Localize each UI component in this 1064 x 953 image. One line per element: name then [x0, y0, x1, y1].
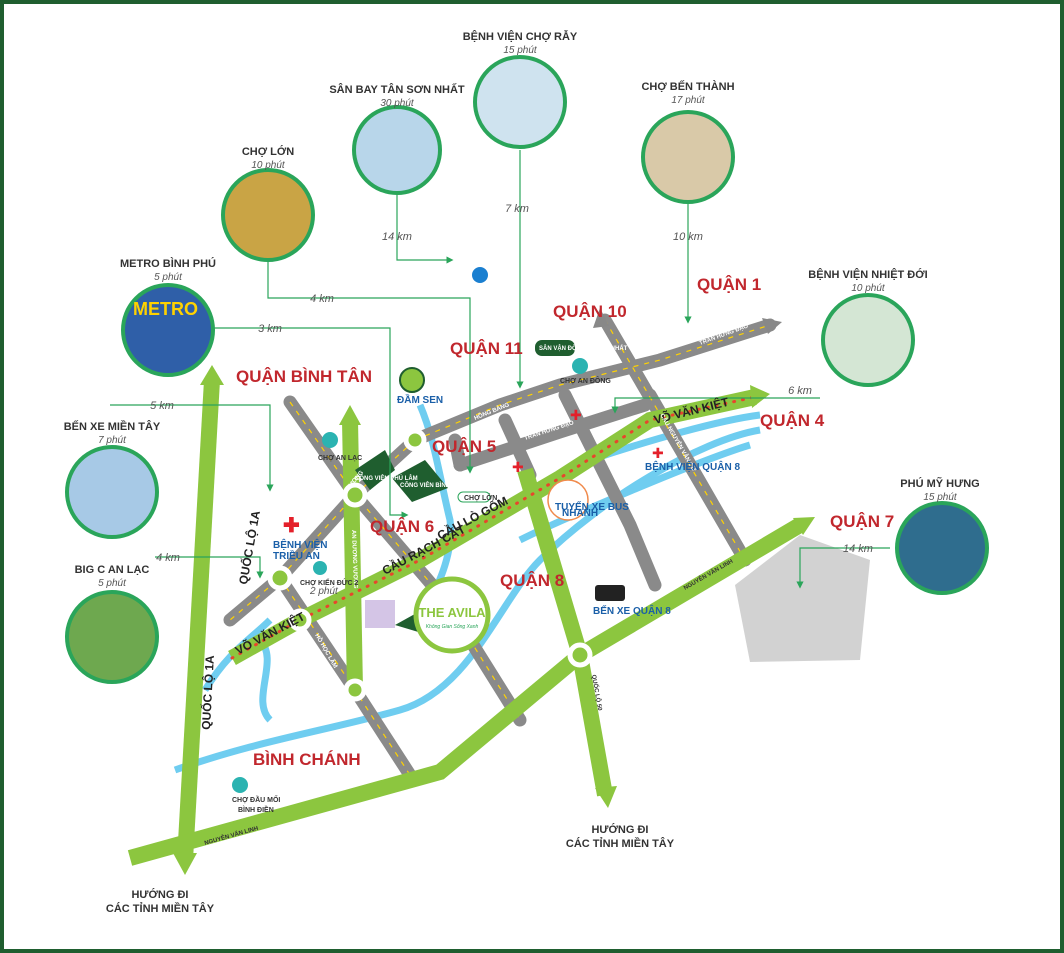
direction-label: HƯỚNG ĐI — [591, 823, 648, 836]
landmark-distance: 7 km — [505, 203, 529, 215]
landmark-name: PHÚ MỸ HƯNG — [900, 477, 979, 490]
bus-station-icon — [595, 585, 625, 601]
landmark-distance: 5 km — [150, 400, 174, 412]
place-dam-sen: ĐẦM SEN — [397, 393, 443, 406]
district-label: QUẬN 4 — [760, 411, 825, 430]
market-icon — [322, 432, 338, 448]
direction-label: HƯỚNG ĐI — [131, 888, 188, 901]
landmark-distance: 4 km — [310, 293, 334, 305]
market-icon — [313, 561, 327, 575]
direction-label: CÁC TỈNH MIỀN TÂY — [566, 837, 675, 850]
place-label: NHANH — [562, 508, 598, 519]
place-label: BỆNH VIỆN QUẬN 8 — [645, 460, 740, 473]
landmark-time: 17 phút — [671, 95, 706, 106]
hospital-icon: ✚ — [570, 407, 582, 423]
landmark-name: METRO BÌNH PHÚ — [120, 257, 216, 270]
hospital-icon: ✚ — [652, 445, 664, 461]
landmark-time: 7 phút — [98, 435, 127, 446]
landmark-time: 30 phút — [380, 98, 415, 109]
place-label: BÌNH ĐIỀN — [238, 804, 274, 814]
landmark-distance: 6 km — [788, 385, 812, 397]
place-label: CHỢ AN ĐÔNG — [560, 376, 611, 385]
the-avila-project-marker[interactable] — [413, 576, 491, 654]
landmark-name: CHỢ BẾN THÀNH — [641, 80, 734, 93]
park-phu-lam — [355, 450, 395, 490]
place-label: SÂN VẬN ĐỘNG THỐNG NHẤT — [539, 344, 628, 352]
the-avila-slogan: Không Gian Sống Xanh — [426, 623, 479, 630]
market-icon — [232, 777, 248, 793]
leader-lines — [110, 150, 890, 589]
landmark-distance: 14 km — [843, 543, 873, 555]
place-label: CHỢ LỚN — [464, 493, 497, 502]
district-label: QUẬN 1 — [697, 275, 761, 294]
district-label: QUẬN 8 — [500, 571, 564, 590]
road-label: QUỐC LỘ 1A — [198, 654, 217, 730]
place-label: CÔNG VIÊN PHÚ LÂM — [355, 474, 418, 482]
road-label: AN DƯƠNG VƯƠNG — [350, 530, 358, 589]
landmark-time: 5 phút — [154, 272, 183, 283]
market-icon — [572, 358, 588, 374]
place-label: TUYẾN XE BUS — [555, 500, 629, 513]
place-label: CÔNG VIÊN BÌNH PHÚ — [400, 481, 464, 489]
place-label: TRIỀU AN — [273, 549, 320, 562]
landmark-time: 15 phút — [923, 492, 958, 503]
brt-bus-icon — [547, 479, 589, 521]
phu-my-hung-area — [735, 535, 870, 662]
landmark-photos — [65, 55, 989, 684]
landmark-distance: 10 km — [673, 231, 703, 243]
district-label: QUẬN 10 — [553, 302, 627, 321]
landmark-name: BỆNH VIỆN CHỢ RẪY — [463, 30, 578, 43]
place-label: BẾN XE QUẬN 8 — [593, 604, 671, 617]
landmark-name: SÂN BAY TÂN SƠN NHẤT — [329, 83, 465, 96]
landmark-distance: 4 km — [156, 552, 180, 564]
park-binh-phu — [392, 460, 448, 502]
hospital-icon: ✚ — [512, 459, 524, 475]
metro-line — [230, 395, 757, 660]
district-label: QUẬN 7 — [830, 512, 894, 531]
landmark-time: 5 phút — [98, 578, 127, 589]
district-label: QUẬN 5 — [432, 437, 496, 456]
district-label: BÌNH CHÁNH — [253, 750, 361, 769]
roundabouts — [267, 428, 593, 702]
district-label: QUẬN 6 — [370, 517, 434, 536]
hospital-icon: ✚ — [283, 515, 300, 537]
dam-sen-logo — [399, 367, 425, 393]
landmark-name: BẾN XE MIỀN TÂY — [64, 420, 161, 433]
place-label: CHỢ KIẾN ĐỨC 2 — [300, 577, 359, 587]
landmark-name: CHỢ LỚN — [242, 145, 294, 158]
place-label: CHỢ ĐẦU MỐI — [232, 794, 280, 804]
metro-logo: METRO — [133, 299, 198, 319]
district-label: QUẬN BÌNH TÂN — [236, 367, 372, 386]
landmark-name: BỆNH VIỆN NHIỆT ĐỚI — [808, 268, 927, 281]
place-label: CHỢ AN LẠC — [318, 455, 362, 462]
place-time: 2 phút — [309, 586, 339, 597]
landmark-time: 10 phút — [851, 283, 886, 294]
landmark-name: BIG C AN LẠC — [75, 564, 150, 576]
airport-icon — [472, 267, 488, 283]
landmark-distance: 14 km — [382, 231, 412, 243]
project-building-icon — [365, 600, 395, 628]
place-label: BỆNH VIỆN — [273, 538, 327, 551]
the-avila-logo: THE AVILA — [418, 605, 486, 620]
landmark-time: 15 phút — [503, 45, 538, 56]
landmark-time: 10 phút — [251, 160, 286, 171]
landmark-distance: 3 km — [258, 323, 282, 335]
direction-label: CÁC TỈNH MIỀN TÂY — [106, 902, 215, 915]
district-label: QUẬN 11 — [450, 339, 523, 358]
